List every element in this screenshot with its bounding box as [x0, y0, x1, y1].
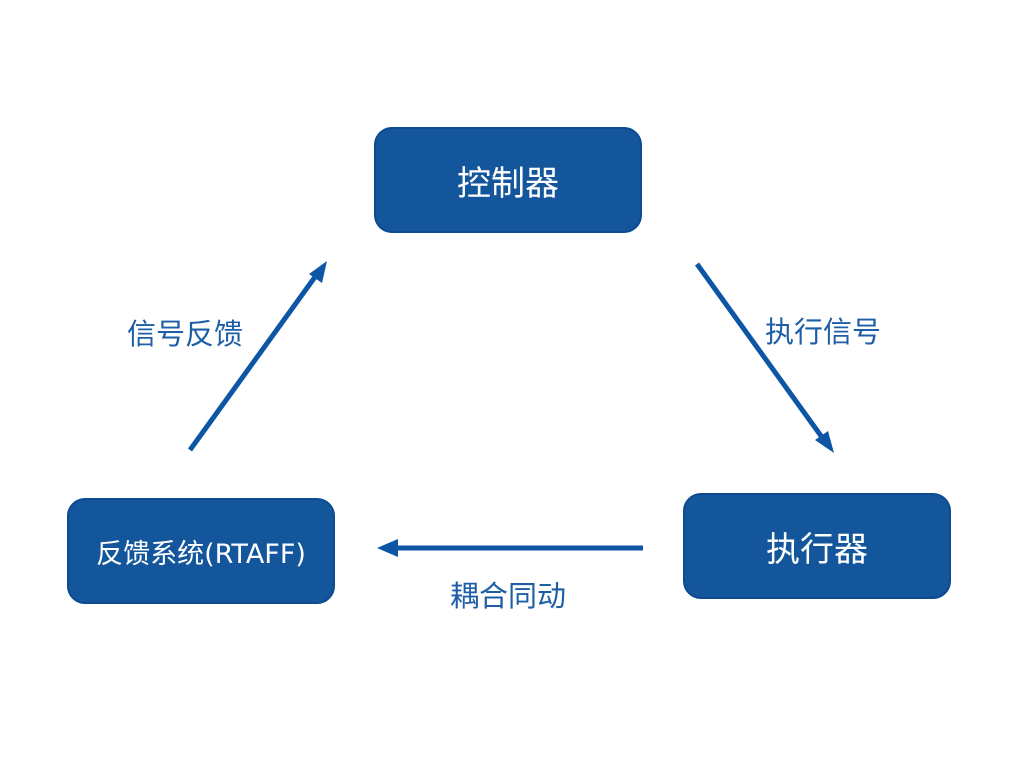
controller-node: 控制器	[374, 127, 642, 233]
arrow-controller-to-executor	[694, 262, 832, 449]
feedback-system-label: 反馈系统(RTAFF)	[96, 538, 306, 570]
arrowhead-controller-to-executor	[815, 431, 834, 453]
executor-node: 执行器	[683, 493, 951, 599]
arrowhead-feedback-to-controller	[309, 261, 327, 283]
edge-label-coupling: 耦合同动	[450, 579, 567, 613]
edge-label-exec-signal: 执行信号	[765, 315, 882, 349]
edge-label-signal-feedback: 信号反馈	[127, 317, 244, 351]
feedback-system-node: 反馈系统(RTAFF)	[67, 498, 335, 604]
controller-label: 控制器	[457, 163, 559, 204]
arrowhead-executor-to-feedback	[377, 539, 398, 557]
arrow-feedback-to-controller	[187, 268, 323, 452]
executor-label: 执行器	[766, 529, 868, 570]
